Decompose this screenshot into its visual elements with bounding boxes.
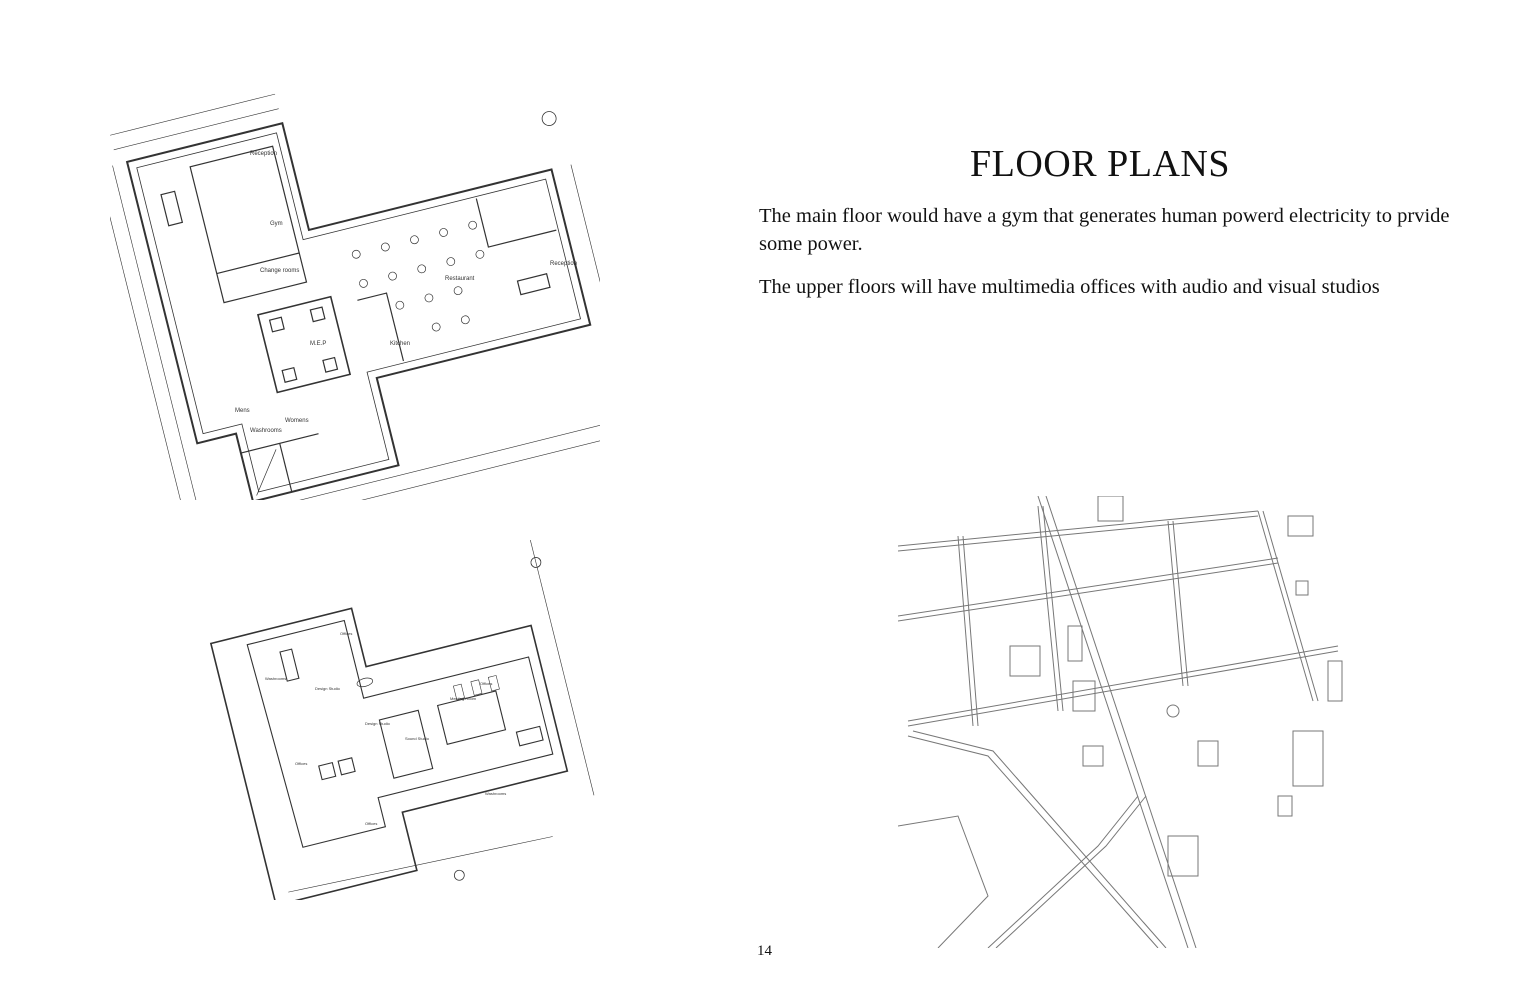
room-label: Washrooms <box>485 791 506 796</box>
page-number: 14 <box>757 943 772 959</box>
room-label: Gym <box>270 221 283 227</box>
main-floor-room-labels: Reception Gym Change rooms Restaurant Re… <box>235 151 577 434</box>
main-floor-plan: Reception Gym Change rooms Restaurant Re… <box>110 93 600 500</box>
room-label: Design Studio <box>315 686 341 691</box>
room-label: Reception <box>550 261 577 267</box>
room-label: Offices <box>340 631 352 636</box>
room-label: Mens <box>235 408 250 414</box>
room-label: Change rooms <box>260 268 299 274</box>
paragraph-upper-floors: The upper floors will have multimedia of… <box>759 276 1380 298</box>
room-label: Sound Studio <box>405 736 430 741</box>
room-label: Offices <box>480 681 492 686</box>
site-map-linework <box>898 496 1343 948</box>
paragraph-main-floor: The main floor would have a gym that gen… <box>759 205 1450 255</box>
upper-floor-room-labels: Offices Offices Offices Washrooms Design… <box>265 631 506 826</box>
site-map <box>898 496 1343 948</box>
page-title: FLOOR PLANS <box>970 143 1230 185</box>
room-label: M.E.P <box>310 341 326 347</box>
room-label: Meeting Room <box>450 696 477 701</box>
room-label: Reception <box>250 151 277 157</box>
room-label: Restaurant <box>445 276 475 282</box>
room-label: Kitchen <box>390 341 410 347</box>
room-label: Womens <box>285 418 309 424</box>
room-label: Washrooms <box>265 676 286 681</box>
room-label: Offices <box>365 821 377 826</box>
main-floor-plan-linework <box>110 93 600 500</box>
room-label: Design Studio <box>365 721 391 726</box>
upper-floor-plan-linework <box>209 540 595 900</box>
upper-floor-plan: Offices Offices Offices Washrooms Design… <box>209 540 595 900</box>
room-label: Offices <box>295 761 307 766</box>
room-label: Washrooms <box>250 428 282 434</box>
